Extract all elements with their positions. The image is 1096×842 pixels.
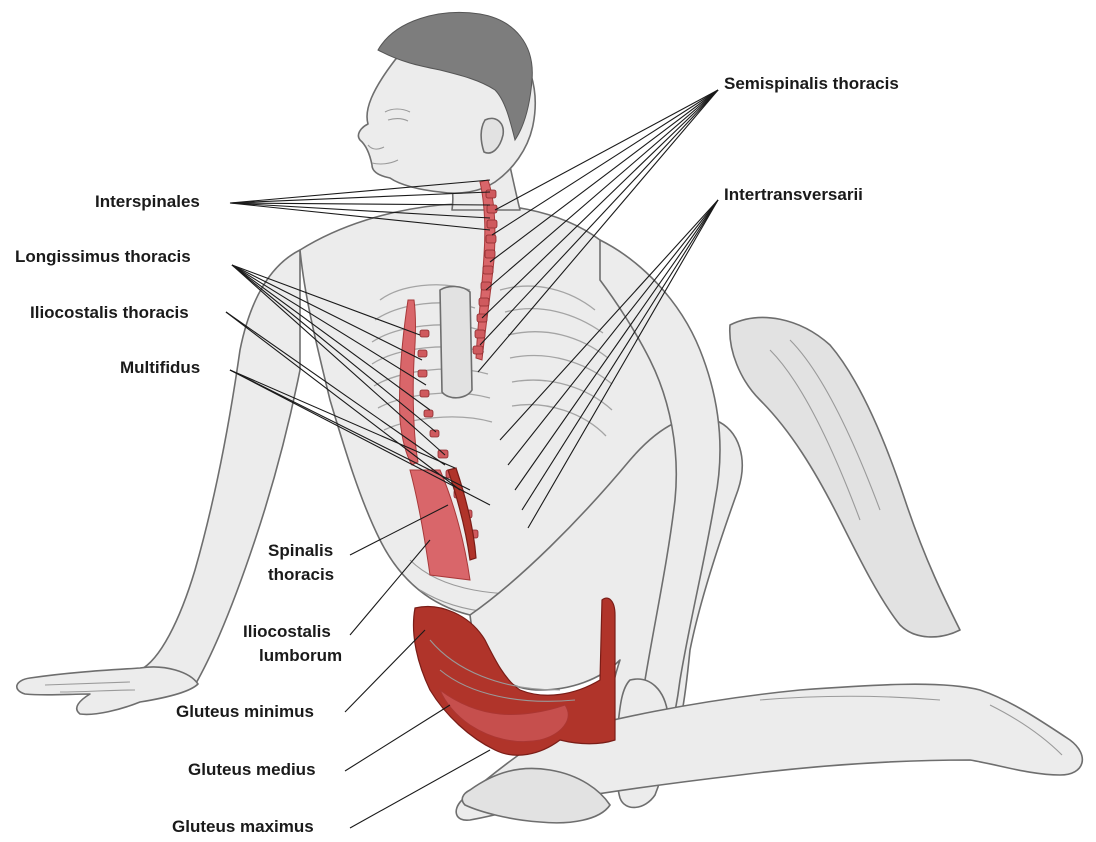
label-longissimus-thoracis: Longissimus thoracis xyxy=(15,247,191,266)
back-leg xyxy=(730,318,960,637)
label-semispinalis-thoracis: Semispinalis thoracis xyxy=(724,74,899,93)
gluteus-minimus-leader xyxy=(345,630,425,712)
label-gluteus-medius: Gluteus medius xyxy=(188,760,316,779)
label-iliocostalis-lumborum-line1: Iliocostalis xyxy=(243,622,331,641)
label-iliocostalis-lumborum-line2: lumborum xyxy=(259,646,342,665)
sternum xyxy=(440,286,472,397)
label-gluteus-maximus: Gluteus maximus xyxy=(172,817,314,836)
gluteus-medius-leader xyxy=(345,705,450,771)
label-intertransversarii: Intertransversarii xyxy=(724,185,863,204)
label-multifidus: Multifidus xyxy=(120,358,200,377)
label-iliocostalis-thoracis: Iliocostalis thoracis xyxy=(30,303,189,322)
label-gluteus-minimus: Gluteus minimus xyxy=(176,702,314,721)
label-spinalis-thoracis-line2: thoracis xyxy=(268,565,334,584)
label-spinalis-thoracis-line1: Spinalis xyxy=(268,541,333,560)
label-interspinales: Interspinales xyxy=(95,192,200,211)
